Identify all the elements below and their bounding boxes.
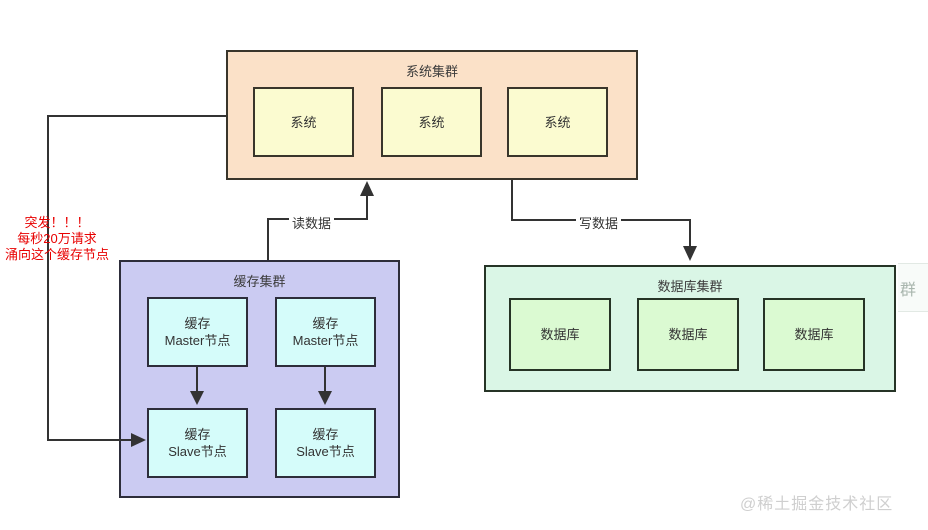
- database-node-2-label: 数据库: [668, 327, 708, 342]
- read-data-label: 读数据: [289, 213, 335, 232]
- next-slide-fragment-text: 群: [900, 282, 917, 299]
- system-node-2: 系统: [381, 87, 482, 157]
- system-cluster-title: 系统集群: [405, 64, 458, 79]
- cache-master-node-1: 缓存 Master节点: [147, 297, 248, 367]
- burst-annotation-line1: 突发！！！: [24, 215, 90, 230]
- cache-slave-node-2-line1: 缓存: [312, 427, 339, 442]
- system-node-3-label: 系统: [544, 114, 571, 130]
- cache-cluster-title: 缓存集群: [233, 274, 286, 289]
- next-slide-fragment: 群: [898, 263, 928, 312]
- database-node-2: 数据库: [637, 298, 739, 371]
- watermark: @稀土掘金技术社区: [740, 496, 894, 513]
- burst-annotation: 突发！！！ 每秒20万请求 涌向这个缓存节点: [0, 215, 114, 263]
- burst-annotation-line3: 涌向这个缓存节点: [4, 247, 109, 262]
- cache-slave-node-1: 缓存 Slave节点: [147, 408, 248, 478]
- cache-slave-node-2: 缓存 Slave节点: [275, 408, 376, 478]
- cache-cluster: 缓存集群 缓存 Master节点 缓存 Master节点 缓存 Slave节点 …: [119, 260, 400, 498]
- database-node-1-label: 数据库: [540, 327, 580, 342]
- write-data-arrowhead: [683, 246, 697, 261]
- database-node-1: 数据库: [509, 298, 611, 371]
- database-node-3: 数据库: [763, 298, 865, 371]
- cache-master-node-1-line2: Master节点: [164, 333, 231, 348]
- database-cluster: 数据库集群 数据库 数据库 数据库: [484, 265, 896, 392]
- burst-annotation-line2: 每秒20万请求: [17, 231, 97, 246]
- system-node-2-label: 系统: [418, 114, 445, 130]
- write-data-label: 写数据: [576, 213, 622, 232]
- cache-master-node-1-line1: 缓存: [184, 316, 211, 331]
- system-node-1-label: 系统: [290, 114, 317, 130]
- cache-slave-node-2-line2: Slave节点: [296, 444, 355, 459]
- cache-master-node-2: 缓存 Master节点: [275, 297, 376, 367]
- system-node-3: 系统: [507, 87, 608, 157]
- read-data-arrowhead: [360, 181, 374, 196]
- cache-master-node-2-line1: 缓存: [312, 316, 339, 331]
- database-node-3-label: 数据库: [794, 327, 834, 342]
- cache-slave-node-1-line1: 缓存: [184, 427, 211, 442]
- cache-master-node-2-line2: Master节点: [292, 333, 359, 348]
- system-node-1: 系统: [253, 87, 354, 157]
- system-cluster: 系统集群 系统 系统 系统: [226, 50, 638, 180]
- database-cluster-title: 数据库集群: [657, 279, 723, 294]
- cache-slave-node-1-line2: Slave节点: [168, 444, 227, 459]
